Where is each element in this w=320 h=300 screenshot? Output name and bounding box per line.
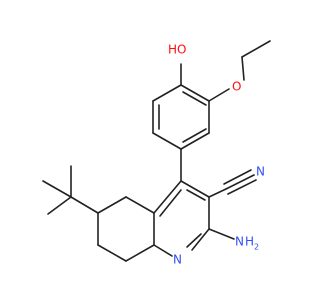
bond [153,244,173,257]
bond [125,196,155,214]
bond [152,132,182,150]
bond [191,228,210,251]
bond [208,188,227,198]
bond [47,196,72,215]
bond [180,132,210,150]
bond [241,40,271,58]
bond [42,180,72,198]
bond [223,169,252,185]
bond [97,196,127,214]
bond [125,244,155,262]
ring-nitrogen-label: N [173,253,182,267]
bond [182,128,207,143]
bond [208,228,235,240]
bond [70,196,99,214]
bond [182,91,207,106]
bond [186,233,202,248]
bond [180,180,210,198]
bond [241,56,245,81]
bond [180,84,210,102]
amino-subscript-label: 2 [254,243,259,252]
hydroxyl-label: HO [168,43,186,57]
molecule-structure: HO O N N N H 2 [42,40,271,267]
amino-nitrogen-label: N [235,235,244,249]
amino-hydrogen-label: H [245,235,254,249]
bond [97,244,127,262]
molecule-canvas: HO O N N N H 2 [42,40,271,267]
nitrile-nitrogen-label: N [256,165,265,179]
bond [159,189,182,217]
bond [153,180,182,214]
bond [208,88,230,102]
bond [186,189,206,201]
bond [225,174,255,190]
bond [152,84,182,102]
bond [227,179,257,195]
ether-oxygen-label: O [232,80,241,94]
